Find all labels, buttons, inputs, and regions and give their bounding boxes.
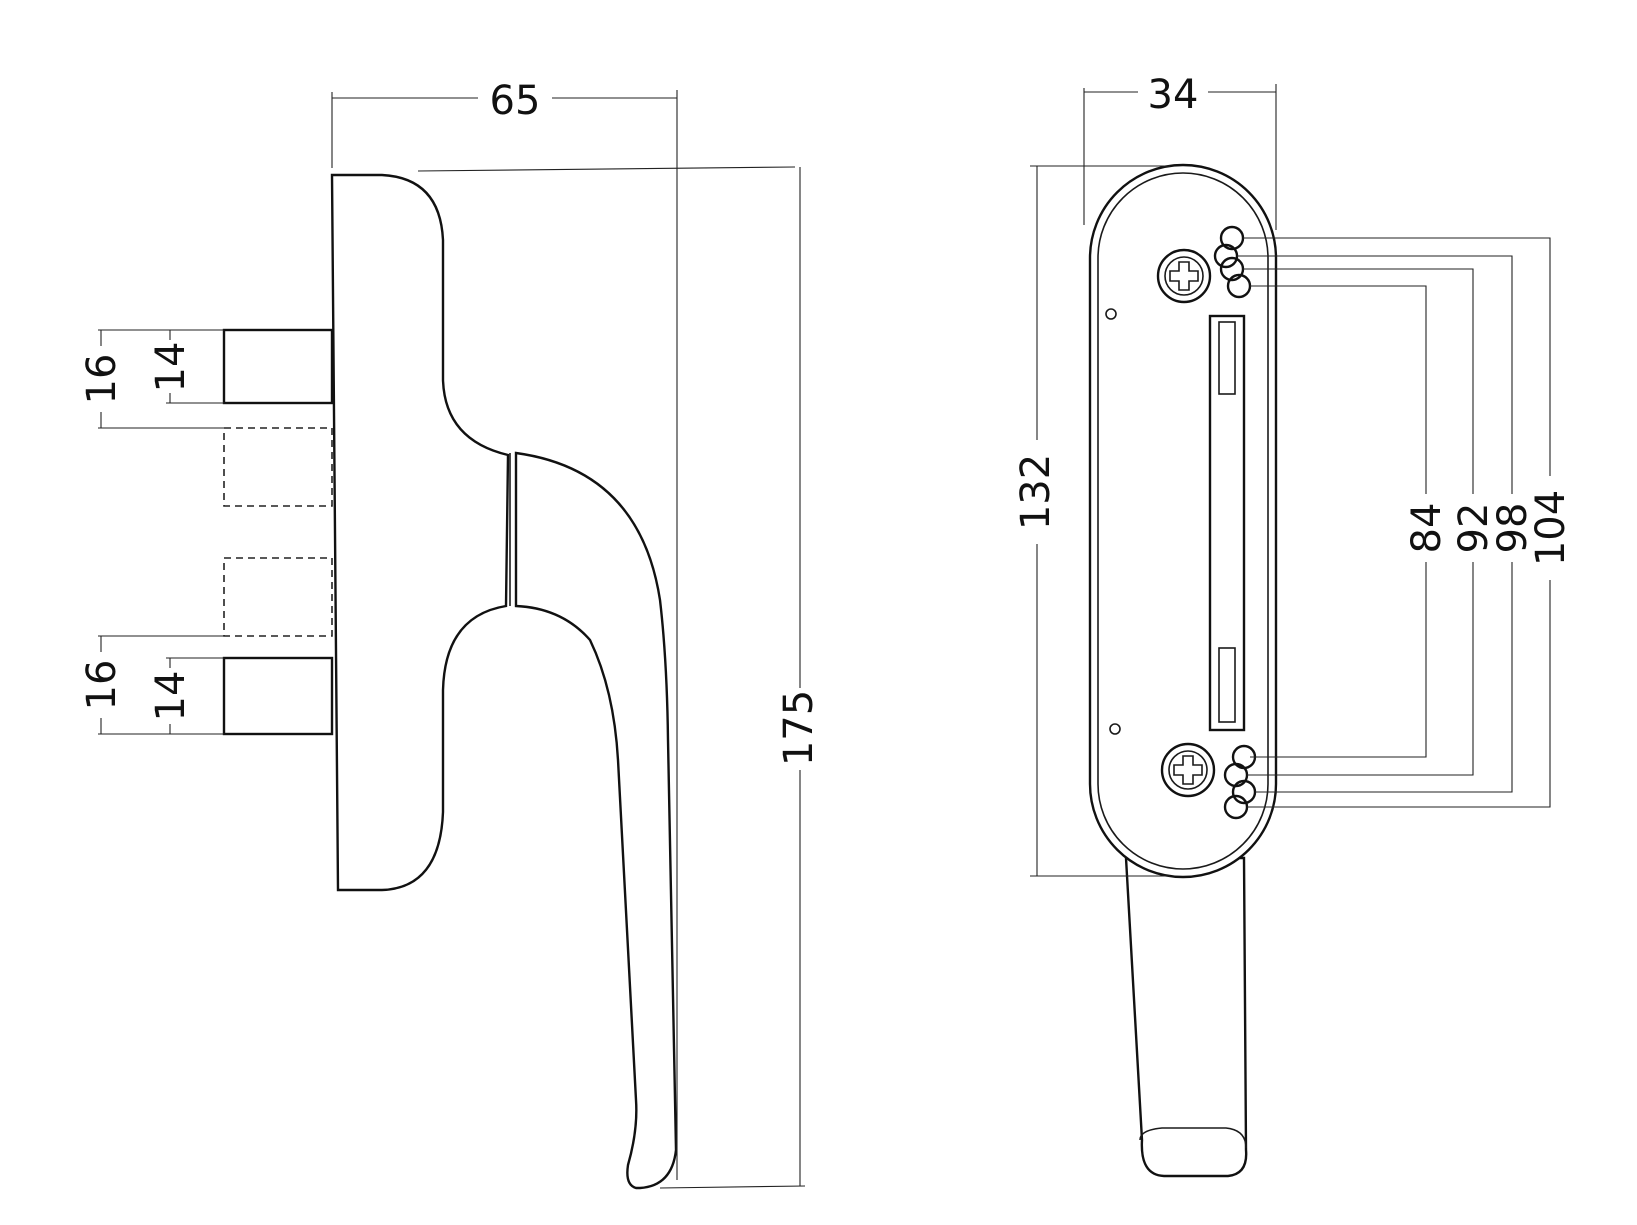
dim-104-line-top [1243,237,1551,476]
dim-132-label: 132 [1013,454,1059,530]
slot-lower-window [1218,647,1236,723]
dim-92-line-bottom [1247,562,1474,776]
front-base-inner [1097,172,1269,870]
dim-98-label: 98 [1490,503,1536,554]
bottom-screw [1160,742,1216,798]
top-small-hole [1105,308,1117,320]
side-view-dimensions: 65 175 16 14 16 14 [79,78,822,1189]
front-lever-shaft [1124,856,1248,1178]
side-view [222,173,678,1190]
central-slot [1208,314,1246,732]
dim-16-upper-label: 16 [79,354,125,405]
front-view [1088,163,1278,1178]
dim-92-line-top [1243,268,1474,494]
dim-98-line-bottom [1255,562,1513,793]
handle-lever-profile [514,451,678,1190]
bottom-small-hole [1109,723,1121,735]
dim-34-label: 34 [1148,72,1199,118]
dim-84-line-top [1250,285,1427,494]
lower-spindle [222,656,334,736]
dim-14-lower-label: 14 [148,671,194,722]
dim-104-line-bottom [1247,580,1551,808]
front-base-outer [1088,163,1278,879]
slot-upper-window [1218,321,1236,395]
handle-base-profile [330,173,510,892]
upper-spindle [222,328,334,405]
front-view-dimensions: 34 132 84 92 98 104 [1013,72,1574,877]
dim-175-ext-top [417,166,796,172]
dim-65-label: 65 [490,78,541,124]
top-screw [1156,248,1212,304]
dim-175-ext-bottom [659,1185,806,1189]
front-lever-tip [1139,1127,1247,1149]
dim-98-line-top [1237,255,1513,494]
dim-175-label: 175 [776,690,822,766]
dim-84-label: 84 [1404,503,1450,554]
dim-104-label: 104 [1528,490,1574,566]
dim-16-lower-label: 16 [79,660,125,711]
upper-dashed-spindle [223,427,333,507]
dim-84-line-bottom [1250,562,1427,758]
dim-92-label: 92 [1451,503,1497,554]
lower-dashed-spindle [223,557,333,637]
dim-14-upper-label: 14 [148,342,194,393]
